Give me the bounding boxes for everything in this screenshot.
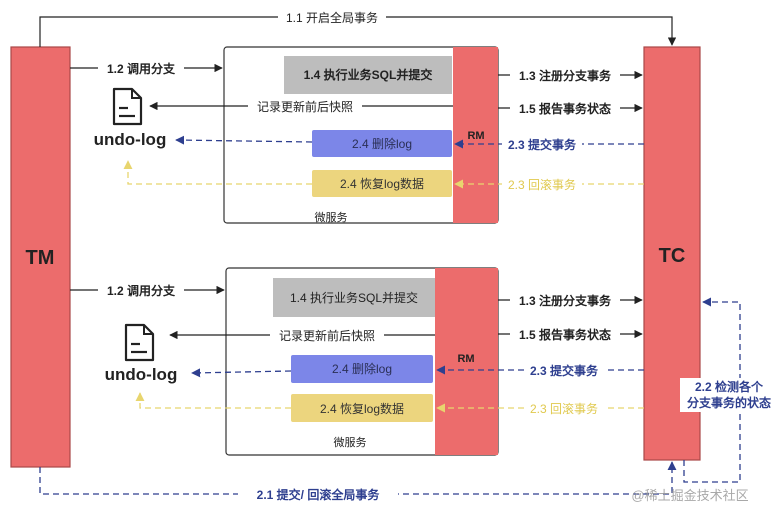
report-label-top: 1.5 报告事务状态 [519,101,611,116]
delete-box-top [312,130,452,157]
undo-log-label-bottom: undo-log [105,365,178,384]
restore-box-top [312,170,452,197]
snapshot-label-bottom: 记录更新前后快照 [279,328,375,343]
document-icon-top [112,87,143,126]
restore-label-bottom: 2.4 恢复log数据 [320,401,404,416]
register-label-bottom: 1.3 注册分支事务 [519,293,612,308]
restore-label-top: 2.4 恢复log数据 [340,176,424,191]
rm-label-top: RM [467,130,484,142]
open-global-label: 1.1 开启全局事务 [286,10,378,25]
commit-label-top: 2.3 提交事务 [508,137,577,152]
global-commit-rollback-label: 2.1 提交/ 回滚全局事务 [257,487,381,502]
delete-log-arrow-top [175,135,313,145]
register-label-top: 1.3 注册分支事务 [519,68,612,83]
restore-log-arrow-top [123,160,312,185]
sql-box-bottom [273,278,435,317]
restore-log-arrow-bottom [135,392,291,409]
detect-label-line1: 2.2 检测各个 [695,379,764,394]
rm-bar-top [453,47,498,223]
detect-arrow [683,297,741,483]
sql-box-top [284,56,452,94]
service-label-top: 微服务 [315,210,348,224]
rollback-label-bottom: 2.3 回滚事务 [530,401,598,416]
undo-log-label-top: undo-log [94,130,167,149]
restore-box-bottom [291,394,433,422]
rm-bar-bottom [435,268,498,455]
delete-label-bottom: 2.4 删除log [332,361,392,376]
tc-label: TC [659,245,686,267]
tm-bar [10,46,71,468]
delete-label-top: 2.4 删除log [352,136,412,151]
sql-label-bottom: 1.4 执行业务SQL并提交 [290,290,418,305]
detect-label-line2: 分支事务的状态 [687,395,771,410]
document-icon-bottom [124,323,155,362]
delete-log-arrow-bottom [191,368,292,378]
rollback-label-top: 2.3 回滚事务 [508,177,576,192]
snapshot-label-top: 记录更新前后快照 [257,99,353,114]
call-branch-label-top: 1.2 调用分支 [107,61,176,76]
report-label-bottom: 1.5 报告事务状态 [519,327,611,342]
commit-label-bottom: 2.3 提交事务 [530,363,599,378]
call-branch-label-bottom: 1.2 调用分支 [107,283,176,298]
tm-label: TM [26,247,55,269]
sql-label-top: 1.4 执行业务SQL并提交 [304,67,433,82]
service-label-bottom: 微服务 [334,435,367,449]
watermark: @稀土掘金技术社区 [631,488,748,503]
rm-label-bottom: RM [457,353,474,365]
delete-box-bottom [291,355,433,383]
